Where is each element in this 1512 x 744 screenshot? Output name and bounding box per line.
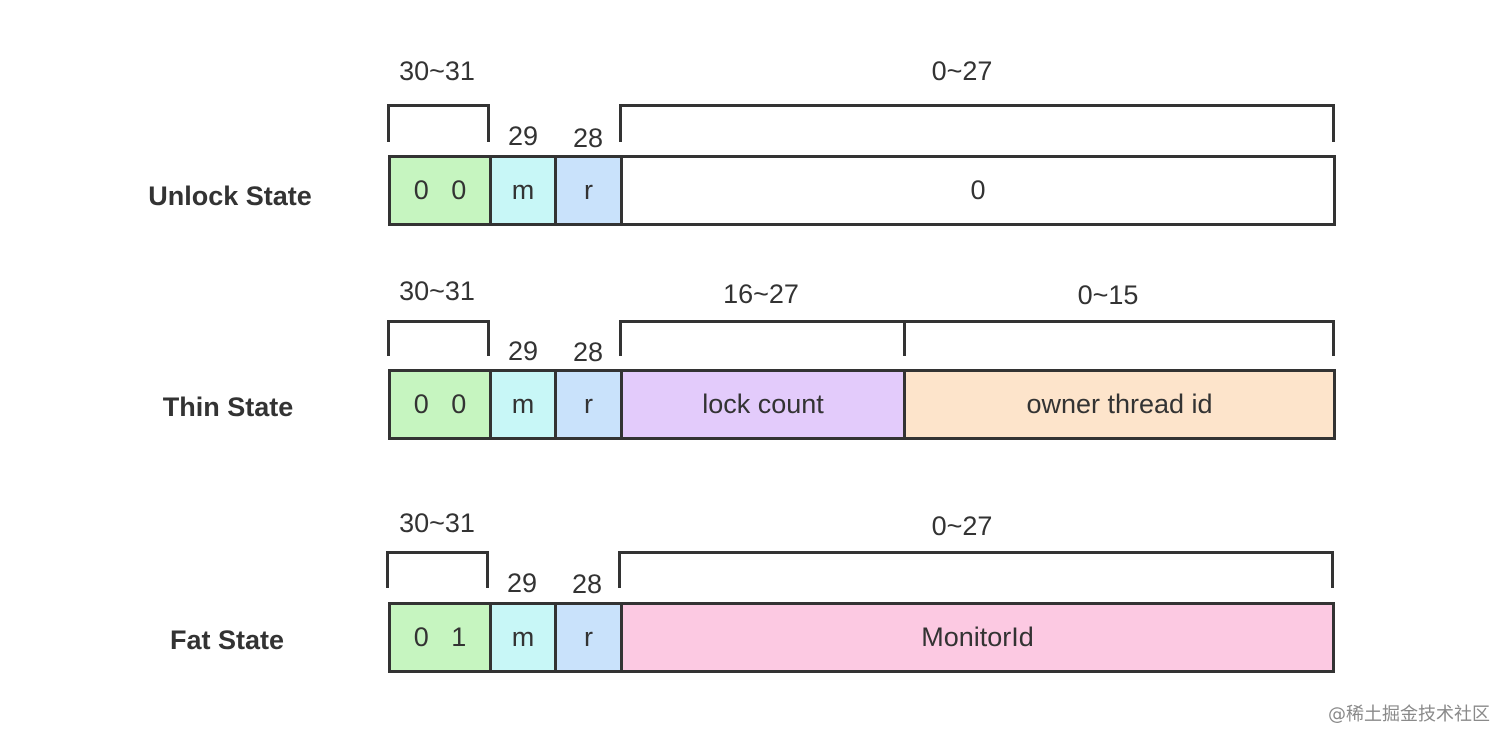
fat-range-30-31: 30~31 bbox=[399, 508, 475, 538]
thin-state-label: Thin State bbox=[162, 392, 294, 422]
unlock-bit-28: 28 bbox=[572, 123, 604, 153]
fat-monitor-id-cell: MonitorId bbox=[623, 605, 1332, 670]
unlock-m-cell: m bbox=[492, 158, 557, 223]
thin-m-cell: m bbox=[492, 372, 557, 437]
thin-bracket-16-27 bbox=[619, 320, 906, 356]
fat-m-cell: m bbox=[492, 605, 557, 670]
unlock-range-0-27: 0~27 bbox=[931, 56, 993, 86]
fat-r-cell: r bbox=[557, 605, 623, 670]
thin-owner-thread-cell: owner thread id bbox=[906, 372, 1333, 437]
thin-range-16-27: 16~27 bbox=[723, 279, 799, 309]
unlock-range-30-31: 30~31 bbox=[399, 56, 475, 86]
thin-r-cell: r bbox=[557, 372, 623, 437]
fat-state-label: Fat State bbox=[169, 625, 285, 655]
unlock-lock-bits-cell: 0 0 bbox=[391, 158, 492, 223]
unlock-word-row: 0 0 m r 0 bbox=[388, 155, 1336, 226]
unlock-r-cell: r bbox=[557, 158, 623, 223]
watermark: @稀土掘金技术社区 bbox=[1328, 704, 1490, 725]
fat-bit-29: 29 bbox=[506, 568, 538, 598]
fat-bracket-30-31 bbox=[386, 551, 489, 588]
fat-lock-bits-cell: 0 1 bbox=[391, 605, 492, 670]
unlock-bracket-30-31 bbox=[387, 104, 490, 142]
unlock-state-label: Unlock State bbox=[148, 181, 312, 211]
thin-bit-28: 28 bbox=[572, 337, 604, 367]
unlock-bracket-0-27 bbox=[619, 104, 1335, 142]
fat-bit-28: 28 bbox=[571, 569, 603, 599]
thin-bracket-0-15 bbox=[903, 320, 1335, 356]
fat-bracket-0-27 bbox=[618, 551, 1334, 588]
thin-range-0-15: 0~15 bbox=[1077, 280, 1139, 310]
unlock-value-cell: 0 bbox=[623, 158, 1333, 223]
unlock-bit-29: 29 bbox=[507, 121, 539, 151]
thin-bracket-30-31 bbox=[387, 320, 490, 356]
fat-word-row: 0 1 m r MonitorId bbox=[388, 602, 1335, 673]
thin-lock-bits-cell: 0 0 bbox=[391, 372, 492, 437]
thin-bit-29: 29 bbox=[507, 336, 539, 366]
thin-word-row: 0 0 m r lock count owner thread id bbox=[388, 369, 1336, 440]
thin-range-30-31: 30~31 bbox=[399, 276, 475, 306]
fat-range-0-27: 0~27 bbox=[931, 511, 993, 541]
thin-lock-count-cell: lock count bbox=[623, 372, 906, 437]
